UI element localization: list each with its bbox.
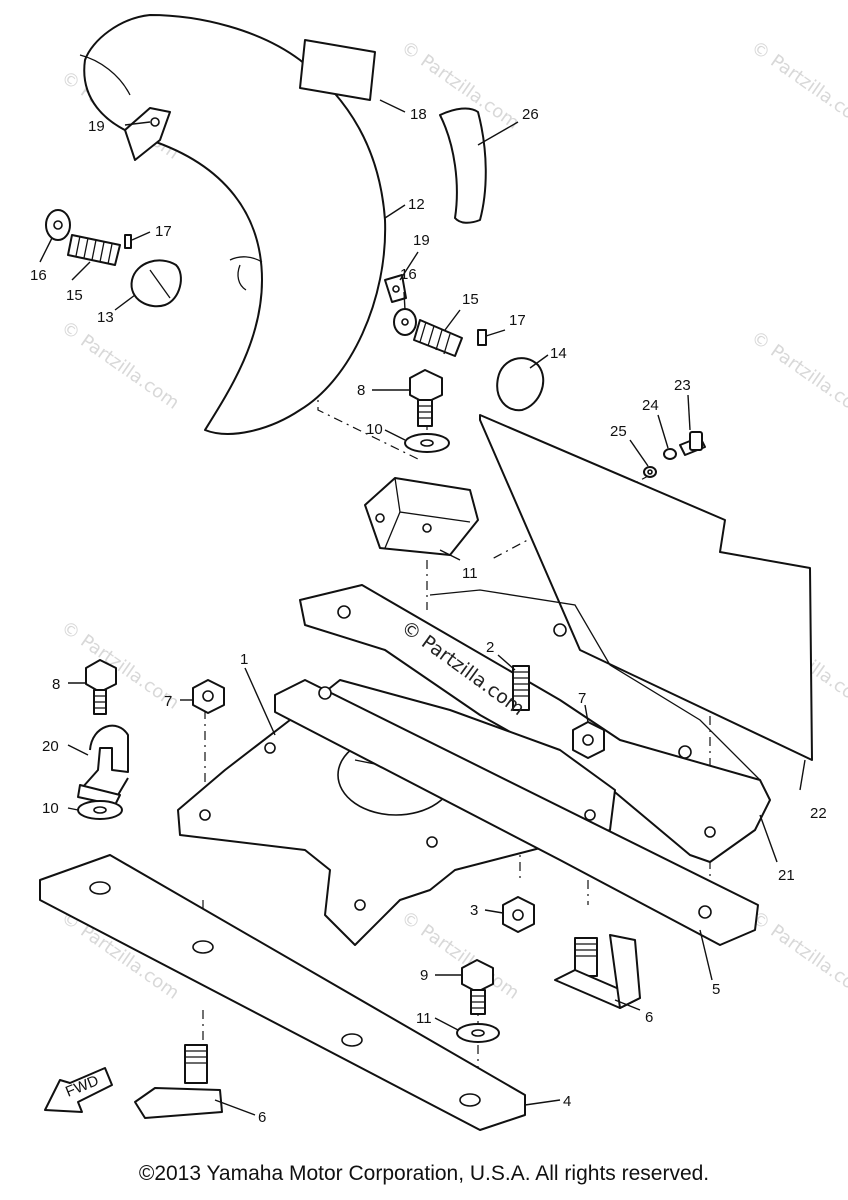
knob-assembly-left [45,209,182,308]
callout-14: 14 [550,345,567,362]
callout-16-left: 16 [30,267,47,284]
copyright-notice: ©2013 Yamaha Motor Corporation, U.S.A. A… [138,1162,710,1185]
bracket-part-6-left [134,1044,223,1119]
nut-part-7-left [192,679,225,714]
washer-part-10-top [404,433,450,453]
callout-17-right: 17 [509,312,526,329]
callout-3: 3 [470,902,478,919]
nut-part-3 [502,896,535,933]
callout-11-top: 11 [462,565,478,582]
nut-part-7-right [572,721,605,759]
callout-numbers: 18 26 19 12 17 16 15 13 19 16 15 17 14 8… [30,106,827,1126]
watermark: © Partzilla.com [57,317,183,414]
clip-part-19-left [124,107,171,161]
callout-6-left: 6 [258,1109,266,1126]
callout-17-left: 17 [155,223,172,240]
callout-11-bottom: 11 [416,1010,432,1027]
fwd-arrow: FWD [44,1067,113,1113]
callout-2: 2 [486,639,494,656]
callout-10-top: 10 [366,421,383,438]
callout-12: 12 [408,196,425,213]
callout-19-right: 19 [413,232,430,249]
callout-25: 25 [610,423,627,440]
washer-part-10-left [77,800,123,820]
screw-set-23-24-25 [643,431,706,478]
callout-26: 26 [522,106,539,123]
bracket-part-11 [364,477,479,556]
callout-1: 1 [240,651,248,668]
callout-16-right: 16 [400,266,417,283]
callout-22: 22 [810,805,827,822]
callout-15-right: 15 [462,291,479,308]
callout-15-left: 15 [66,287,83,304]
watermark: © Partzilla.com [747,907,848,1004]
callout-24: 24 [642,397,659,414]
plate-part-22 [479,414,813,761]
callout-8-left: 8 [52,676,60,693]
callout-5: 5 [712,981,720,998]
bolt-part-9 [461,959,494,1015]
callout-19-left: 19 [88,118,105,135]
callout-20: 20 [42,738,59,755]
callout-7-left: 7 [164,693,172,710]
callout-4: 4 [563,1093,571,1110]
strip-part-21 [299,584,771,863]
callout-7-right: 7 [578,690,586,707]
knob-assembly-right [384,274,545,412]
washer-part-11-bottom [456,1023,500,1043]
callout-6-right: 6 [645,1009,653,1026]
callout-10-left: 10 [42,800,59,817]
callout-9: 9 [420,967,428,984]
watermark: © Partzilla.com [747,327,848,424]
bolt-part-8-left [85,659,117,715]
stud-part-2 [512,665,530,711]
callout-23: 23 [674,377,691,394]
rail-part-5 [274,679,759,946]
bracket-part-6-right [554,934,641,1009]
clamp-part-20 [77,724,129,806]
label-part-18 [299,39,376,101]
callout-leaders [39,99,806,1116]
bolt-part-8-top [409,369,443,427]
callout-18: 18 [410,106,427,123]
trim-strip-part-26 [439,107,487,224]
callout-21: 21 [778,867,795,884]
rail-part-4 [39,854,526,1131]
callout-13: 13 [97,309,114,326]
callout-8-top: 8 [357,382,365,399]
watermark: © Partzilla.com [747,37,848,134]
